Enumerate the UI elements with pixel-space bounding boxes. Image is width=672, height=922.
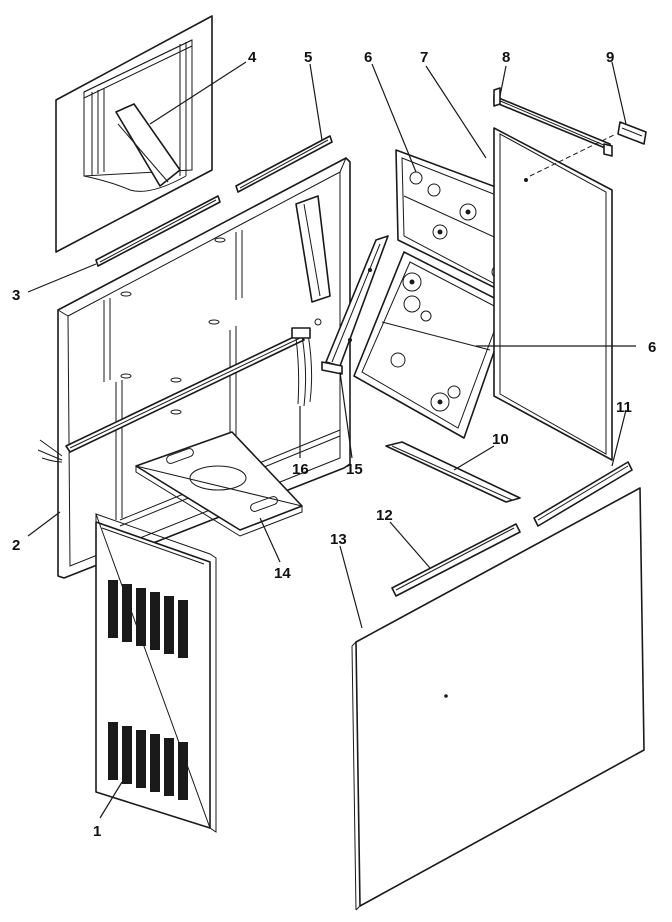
part-5-rail [235,135,333,193]
part-3-rail [95,195,221,267]
callout-6-upper: 6 [364,49,372,66]
part-7-side-panel [493,127,613,461]
upper-louver-grille [108,580,188,658]
callout-13: 13 [330,531,347,548]
part-12-rail [391,523,521,597]
callout-4: 4 [248,49,257,66]
callout-1: 1 [93,823,101,840]
callout-16: 16 [292,461,309,478]
part-6-lower-panel [353,251,511,439]
callout-9: 9 [606,49,614,66]
callout-5: 5 [304,49,312,66]
callout-8: 8 [502,49,510,66]
callout-11: 11 [616,399,632,416]
part-11-rail [533,461,633,527]
part-9-latch [529,121,647,177]
callout-7: 7 [420,49,428,66]
part-1-louvered-door [95,513,217,833]
part-10-rail [385,441,521,503]
callout-14: 14 [274,565,291,582]
callout-2: 2 [12,537,20,554]
callout-12: 12 [376,507,393,524]
part-14-base-plate [135,431,303,537]
part-2-cabinet-frame [37,157,351,579]
callout-3: 3 [12,287,20,304]
callout-labels: 1 2 3 4 5 6 6 7 8 9 10 11 12 13 14 15 16 [12,49,656,840]
part-16-wiring-harness [291,318,322,407]
part-8-top-rail [493,87,613,157]
callout-10: 10 [492,431,509,448]
callout-15: 15 [346,461,363,478]
leader-lines [27,61,636,819]
part-4-detail-inset [55,15,213,253]
lower-louver-grille [108,722,188,800]
part-13-front-panel [351,487,645,911]
callout-6-lower: 6 [648,339,656,356]
part-15-bracket [321,235,389,375]
